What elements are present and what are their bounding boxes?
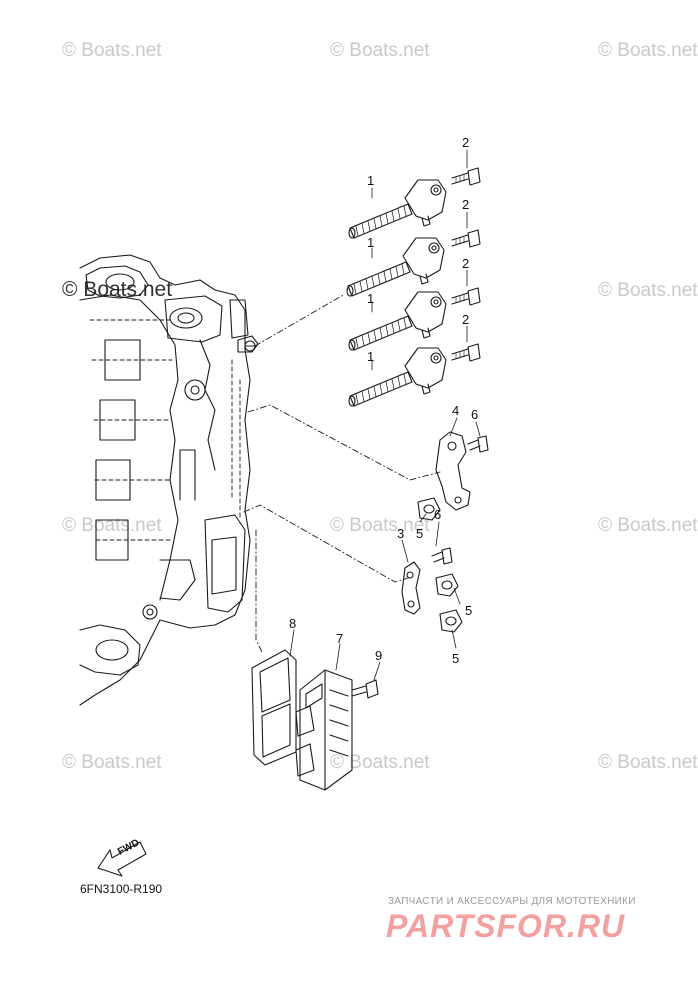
ecu-drawing [295, 669, 353, 791]
callout-bolt-6a[interactable]: 6 [471, 407, 479, 422]
gasket-drawing [251, 649, 297, 766]
engine-block-drawing [79, 254, 259, 706]
watermark: © Boats.net [62, 515, 162, 536]
ignition-coils [346, 179, 447, 407]
bolt [451, 229, 481, 248]
watermark: © Boats.net [598, 280, 698, 301]
callout-ignition-coil-1b[interactable]: 1 [367, 235, 375, 250]
callout-bracket-4[interactable]: 4 [452, 403, 460, 418]
callout-bolt-2a[interactable]: 2 [462, 135, 470, 150]
shop-logo[interactable]: PARTSFOR.RU [386, 908, 626, 944]
bolt [451, 287, 481, 306]
callout-ecu-7[interactable]: 7 [336, 631, 344, 646]
callout-grommet-5a[interactable]: 5 [416, 526, 424, 541]
bracket-bolts [431, 435, 489, 565]
callout-leaders [289, 149, 481, 681]
ignition-coil [348, 291, 447, 351]
callout-bracket-3[interactable]: 3 [397, 526, 405, 541]
watermark: © Boats.net [330, 752, 430, 773]
watermark: © Boats.net [62, 752, 162, 773]
callout-bolt-2c[interactable]: 2 [462, 256, 470, 271]
watermark: © Boats.net [598, 40, 698, 61]
callout-ignition-coil-1a[interactable]: 1 [367, 173, 375, 188]
coil-bolts [451, 167, 481, 362]
callout-bolt-2b[interactable]: 2 [462, 197, 470, 212]
watermark: © Boats.net [330, 515, 430, 536]
callout-bolt-2d[interactable]: 2 [462, 312, 470, 327]
ignition-coil [348, 179, 447, 239]
callout-ignition-coil-1c[interactable]: 1 [367, 291, 375, 306]
ecu-bolt [351, 679, 379, 699]
callout-ignition-coil-1d[interactable]: 1 [367, 349, 375, 364]
watermark: © Boats.net [330, 40, 430, 61]
bolt [451, 167, 481, 186]
shop-tagline: ЗАПЧАСТИ И АКСЕССУАРЫ ДЛЯ МОТОТЕХНИКИ [388, 896, 636, 907]
bolt [451, 343, 481, 362]
leader-lines [243, 293, 441, 653]
callout-grommet-5b[interactable]: 5 [465, 603, 473, 618]
ignition-coil [346, 237, 445, 297]
grommet-drawings [417, 497, 463, 633]
watermark: © Boats.net [598, 752, 698, 773]
watermark: © Boats.net [62, 40, 162, 61]
callout-bolt-6b[interactable]: 6 [434, 507, 442, 522]
watermark: © Boats.net [598, 515, 698, 536]
callout-gasket-8[interactable]: 8 [289, 616, 297, 631]
callout-bolt-9[interactable]: 9 [375, 648, 383, 663]
drawing-code: 6FN3100-R190 [80, 882, 163, 896]
ignition-coil [348, 347, 447, 407]
bracket-4-drawing [435, 431, 471, 511]
callout-grommet-5c[interactable]: 5 [452, 651, 460, 666]
bracket-3-drawing [401, 561, 421, 615]
fwd-arrow-icon [97, 841, 147, 877]
